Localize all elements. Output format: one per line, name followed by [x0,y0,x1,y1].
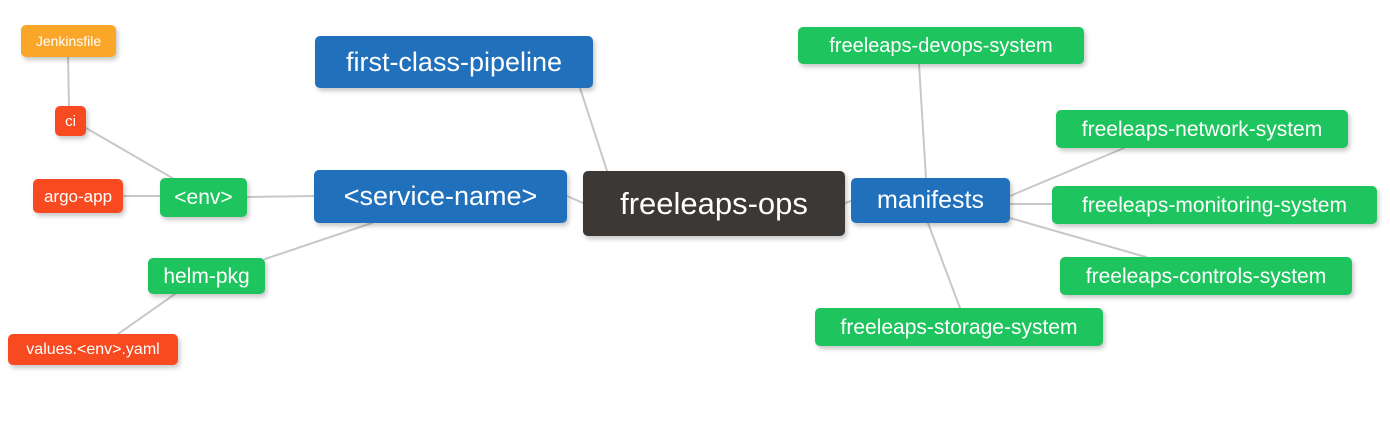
node-label: argo-app [43,186,113,206]
node-label: <env> [174,186,233,209]
node-label: values.<env>.yaml [26,340,160,358]
node-freeleaps-network-system[interactable]: freeleaps-network-system [1056,110,1348,148]
node-label: freeleaps-monitoring-system [1082,193,1347,217]
node-values-env-yaml[interactable]: values.<env>.yaml [8,334,178,365]
node-label: Jenkinsfile [35,33,102,49]
node-label: freeleaps-ops [620,186,808,221]
node-label: ci [65,112,76,130]
node-label: manifests [877,186,984,214]
node-first-class-pipeline[interactable]: first-class-pipeline [315,36,593,88]
edge-ci-to-jenkinsfile [67,56,70,107]
node-manifests[interactable]: manifests [851,178,1010,223]
edge-freeleaps-ops-to-service-name [566,195,584,204]
node-jenkinsfile[interactable]: Jenkinsfile [21,25,116,57]
node-ci[interactable]: ci [55,106,86,136]
edge-manifests-to-freeleaps-storage-system [927,222,961,309]
node-freeleaps-controls-system[interactable]: freeleaps-controls-system [1060,257,1352,295]
node-label: freeleaps-controls-system [1085,264,1327,288]
edge-service-name-to-env [246,195,315,198]
edge-helm-pkg-to-values-env-yaml [117,293,176,335]
node-freeleaps-storage-system[interactable]: freeleaps-storage-system [815,308,1103,346]
edge-service-name-to-helm-pkg [264,222,373,260]
node-helm-pkg[interactable]: helm-pkg [148,258,265,294]
node-label: freeleaps-network-system [1081,117,1323,141]
edge-freeleaps-ops-to-first-class-pipeline [579,87,611,181]
node-freeleaps-ops[interactable]: freeleaps-ops [583,171,845,236]
node-service-name[interactable]: <service-name> [314,170,567,223]
edge-manifests-to-freeleaps-devops-system [918,63,927,179]
node-argo-app[interactable]: argo-app [33,179,123,213]
node-label: helm-pkg [163,264,250,288]
node-label: first-class-pipeline [345,46,563,77]
node-label: <service-name> [343,181,538,211]
node-label: freeleaps-storage-system [840,315,1078,339]
node-freeleaps-monitoring-system[interactable]: freeleaps-monitoring-system [1052,186,1377,224]
node-label: freeleaps-devops-system [829,34,1053,57]
node-env[interactable]: <env> [160,178,247,217]
edge-env-to-ci [85,127,175,180]
node-freeleaps-devops-system[interactable]: freeleaps-devops-system [798,27,1084,64]
